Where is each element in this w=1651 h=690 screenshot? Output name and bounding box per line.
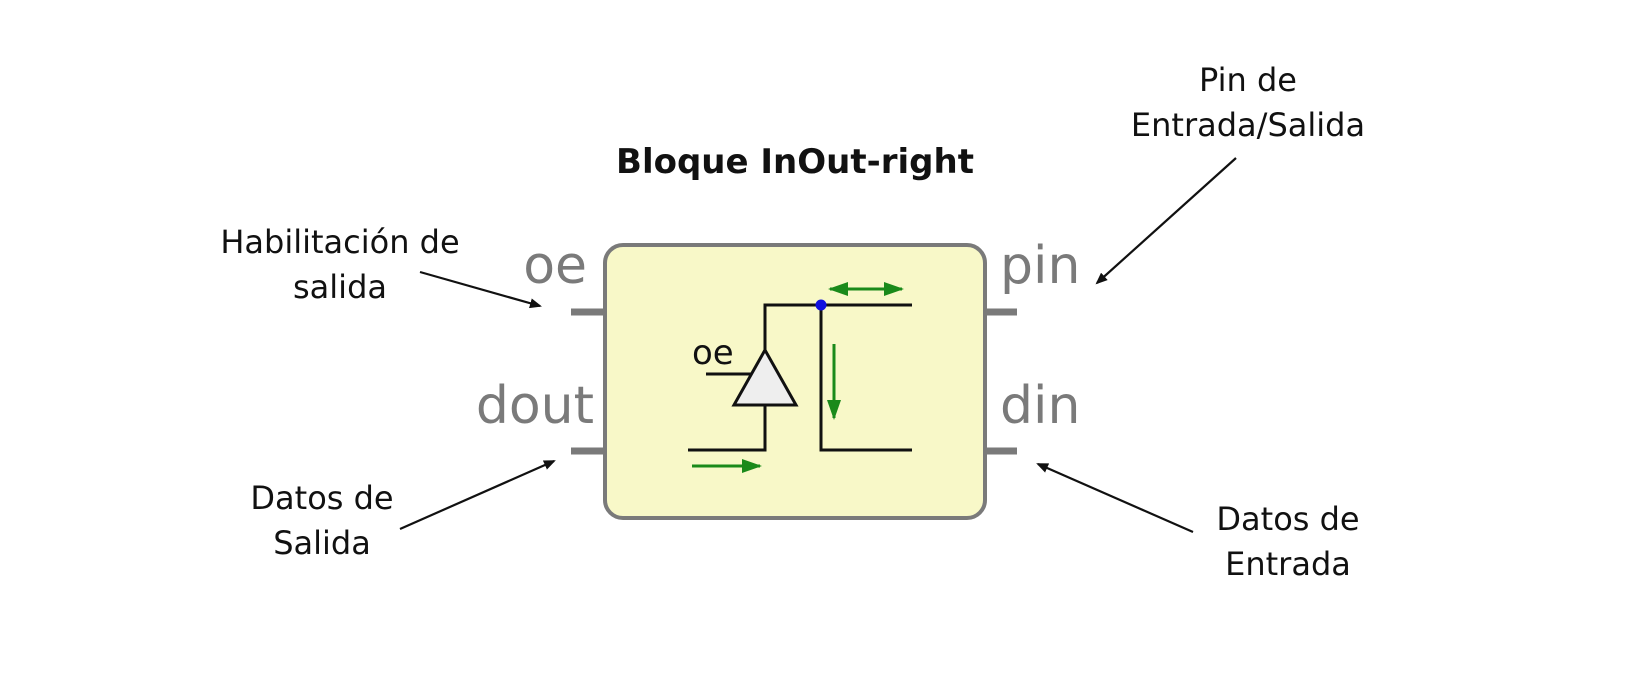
annotation-datos-entrada-line1: Datos de: [1216, 500, 1359, 538]
pin-port-label: pin: [1000, 236, 1080, 296]
annotation-pin-line2: Entrada/Salida: [1131, 106, 1365, 144]
dout-port-label: dout: [476, 376, 594, 436]
pin-pointer-arrow: [1095, 157, 1237, 285]
block-body: [603, 243, 987, 520]
annotation-datos-salida-line2: Salida: [273, 524, 371, 562]
annotation-habilitacion-line2: salida: [293, 268, 387, 306]
annotation-datos-salida-line1: Datos de: [250, 479, 393, 517]
oe-port-label: oe: [523, 236, 587, 296]
din-wire: [819, 305, 912, 452]
block-title: Bloque InOut-right: [616, 142, 974, 182]
junction-dot: [815, 299, 827, 311]
annotation-datos-entrada-line2: Entrada: [1225, 545, 1351, 583]
din-port-label: din: [1000, 376, 1080, 436]
datos-salida-pointer-arrow: [399, 459, 556, 531]
buffer-output-wire: [763, 303, 820, 350]
buffer-input-wire: [688, 405, 767, 452]
annotation-pin-line1: Pin de: [1199, 61, 1297, 99]
habilitacion-pointer-arrow: [419, 270, 542, 309]
annotation-habilitacion-line1: Habilitación de: [220, 223, 459, 261]
buffer-oe-label: oe: [692, 333, 734, 373]
datos-entrada-pointer-arrow: [1036, 462, 1194, 534]
